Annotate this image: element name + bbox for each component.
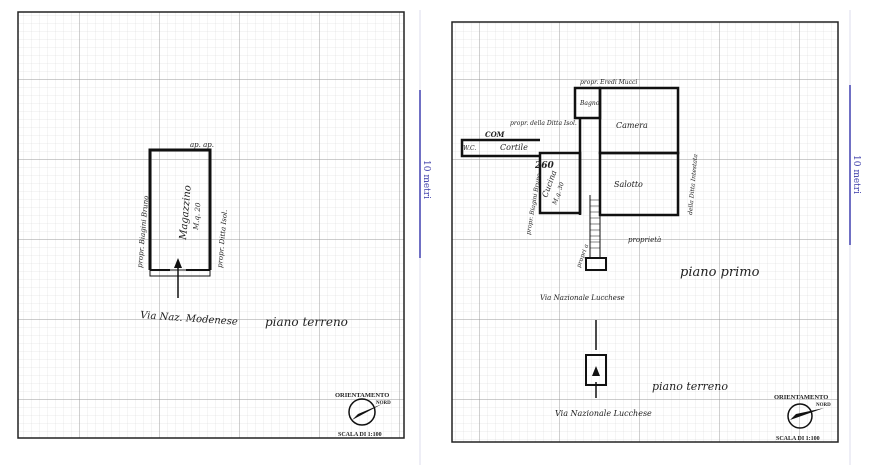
svg-text:NORD: NORD (376, 401, 391, 406)
svg-text:SCALA DI 1:100: SCALA DI 1:100 (776, 436, 820, 442)
scale-bar-left: 10 metri (419, 10, 431, 465)
floor-label: piano terreno (265, 315, 348, 329)
svg-text:10 metri: 10 metri (851, 155, 861, 194)
svg-text:NORD: NORD (816, 403, 831, 408)
street-upper-label: Via Nazionale Lucchese (540, 294, 625, 302)
room-bagno: Bagno (579, 100, 600, 107)
room-cortile: Cortile (500, 143, 528, 152)
svg-text:ORIENTAMENTO: ORIENTAMENTO (335, 392, 389, 399)
sheet-left: Magazzino M.q. 20 propr. Biagini Bruno p… (17, 11, 405, 439)
compass-right: ORIENTAMENTO NORD SCALA DI 1:100 (774, 394, 831, 442)
label-num: 260 (534, 161, 555, 171)
room-area: M.q. 20 (192, 202, 202, 231)
label-proprieta: proprietà (628, 236, 661, 244)
floor-upper-label: piano primo (680, 265, 760, 280)
svg-text:ORIENTAMENTO: ORIENTAMENTO (774, 394, 828, 401)
label-com: COM (485, 130, 505, 139)
room-salotto: Salotto (614, 180, 643, 189)
street-lower-label: Via Nazionale Lucchese (555, 409, 652, 418)
room-wc: W.C. (463, 145, 476, 152)
svg-text:SCALA DI 1:100: SCALA DI 1:100 (338, 432, 382, 438)
floor-lower-label: piano terreno (652, 380, 728, 393)
label-top: propr. Eredi Mucci (580, 79, 637, 86)
label-ditta: propr. della Ditta Isol. (510, 120, 577, 127)
room-camera: Camera (616, 121, 648, 130)
sheet-right: Camera Salotto Cucina Cortile W.C. Bagno… (451, 21, 839, 443)
room-label: Magazzino (178, 185, 194, 242)
svg-text:10 metri: 10 metri (421, 160, 431, 199)
compass-left: ORIENTAMENTO NORD SCALA DI 1:100 (335, 392, 391, 438)
primo-plan (460, 86, 680, 217)
top-label: ap. ap. (190, 141, 214, 149)
scale-bar-right: 10 metri (849, 10, 861, 465)
